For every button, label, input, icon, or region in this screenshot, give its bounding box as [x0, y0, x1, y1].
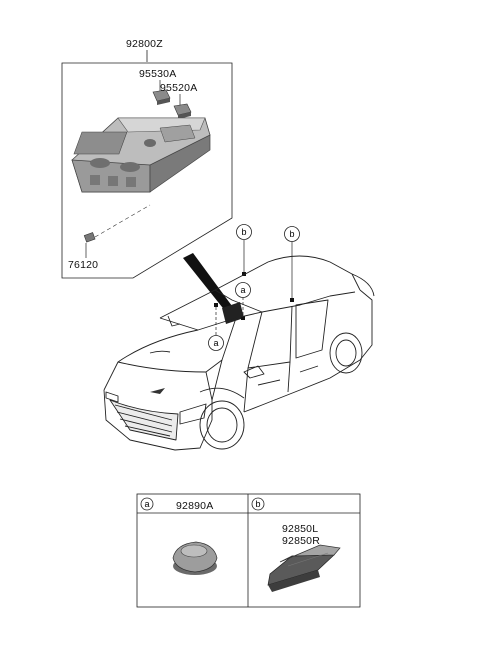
hood-emblem-icon [150, 388, 165, 394]
vanity-lamp-92850-part [267, 544, 341, 592]
callout-a-circle-1 [235, 282, 251, 298]
vehicle-illustration [103, 255, 375, 451]
overhead-console-part [71, 117, 211, 193]
part-label-lamp-b: 95520A [160, 82, 198, 94]
bulb-76120-part [83, 232, 96, 243]
legend-b-key: b [255, 499, 260, 509]
map-lamp-92890A-part [172, 541, 218, 575]
callout-b-circle-2 [284, 226, 300, 242]
lamp-95530A-part [152, 89, 171, 105]
part-label-lamp-a: 95530A [139, 68, 177, 80]
lamp-95520A-part [173, 103, 192, 119]
console-box-outline [61, 62, 233, 279]
legend-a-key: a [144, 499, 149, 509]
location-pointer-arrow [183, 253, 232, 312]
part-label-assembly: 92800Z [126, 38, 163, 50]
callout-b-text-2: b [289, 229, 294, 239]
legend-a-circle [140, 497, 154, 511]
console-location-marker [222, 302, 244, 324]
legend-b-part-label-l: 92850L [282, 523, 319, 535]
legend-b-circle [251, 497, 265, 511]
callout-b-circle-1 [236, 224, 252, 240]
callout-a-text-2: a [213, 338, 218, 348]
bulb-dash-leader [94, 204, 151, 238]
part-label-bulb: 76120 [68, 259, 99, 271]
legend-b-part-label-r: 92850R [282, 535, 320, 547]
callout-a-text-1: a [240, 285, 245, 295]
callout-a-circle-2 [208, 335, 224, 351]
callout-b-text-1: b [241, 227, 246, 237]
legend-table [136, 493, 361, 608]
legend-a-part-label: 92890A [176, 500, 214, 512]
